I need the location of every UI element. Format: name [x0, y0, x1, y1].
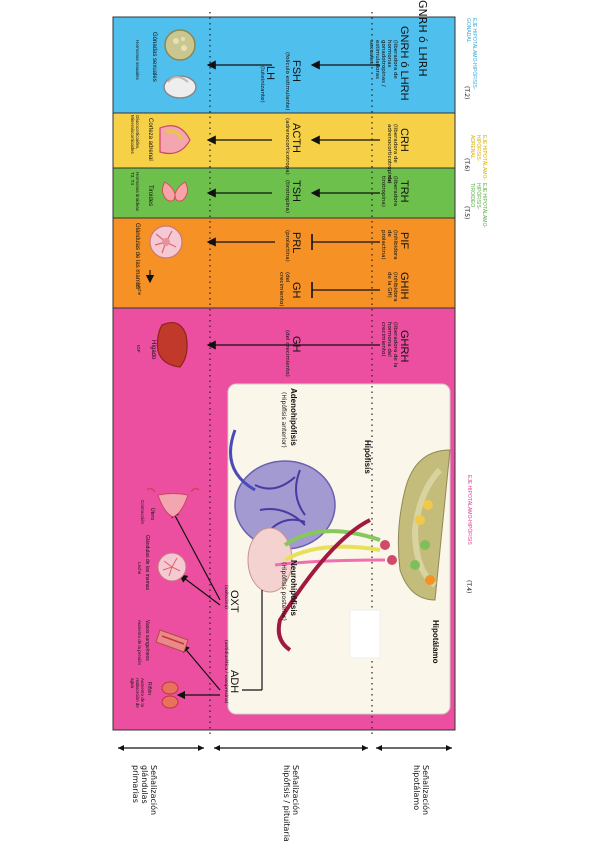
neurohypophysis-illustration — [247, 518, 397, 652]
tiroideo-axis-title: EJE HIPOTÁLAMO-HIPÓFISIS-TIROIDEO — [469, 183, 487, 229]
higado-hypo-note: (liberadora de la hormona del crecimient… — [380, 322, 398, 368]
level-bracket-primary — [118, 745, 204, 751]
rinon-label: Riñón — [146, 682, 152, 696]
hipofisis-label: Hipófisis — [363, 440, 372, 474]
adrenal-axis-title: EJE HIPOTÁLAMO-HIPÓFISIS-ADRENAL — [469, 135, 487, 181]
gonad-testis-icon — [163, 75, 197, 99]
mamas-target: Glándulas de las mamas — [134, 223, 140, 290]
adrenal-hypo-note: (liberadora de adrenocorticotropina) — [386, 124, 398, 184]
tiroideo-hypo-note: (liberadora de tirotropina) — [380, 176, 398, 207]
level-pituitary-label: Señalización hipófisis / pituitaria — [282, 765, 300, 842]
tiroideo-axis-tag: (T.5) — [463, 206, 470, 220]
adrenal-acth-note: (adrenocorticotropa) — [284, 118, 290, 175]
mamas-target-note: Leche — [137, 283, 142, 296]
utero-note: Contracción — [140, 500, 145, 525]
gonadal-hypo-label: GNRH ó LHRH — [416, 0, 429, 77]
mammary-neuro-icon — [157, 552, 187, 582]
tiroideo-target-note: Hormonas tiroideas T3, T4 — [130, 172, 140, 212]
mamas-gh-note: (del crecimiento) — [278, 272, 290, 307]
vasos-note: Aumento de la presión — [137, 620, 142, 666]
utero-label: Útero — [149, 508, 155, 521]
oxt-note: (oxitocina) — [223, 585, 228, 609]
higado-target: Hígado — [150, 340, 156, 360]
tiroideo-hypo-hormone: TRH — [398, 180, 410, 203]
mamas-hypo-ghih-note: (inhibidora de la GH) — [386, 272, 398, 302]
thyroid-icon — [161, 181, 189, 202]
tiroideo-tsh-note: (tirotropina) — [284, 180, 290, 214]
hipotalamo-label: Hipotálamo — [431, 620, 440, 664]
higado-gh-note: (del crecimiento) — [284, 330, 290, 377]
higado-gh: GH — [290, 336, 302, 353]
gonadal-hypo-hormone: GNRH ó LHRH — [398, 26, 410, 101]
blood-vessel-icon — [155, 629, 189, 653]
neurohipofisis-label: Neurohipófisis — [289, 560, 298, 617]
hypothalamus-illustration — [397, 449, 451, 601]
mamas-hypo-ghih: GHIH — [398, 272, 410, 300]
adenohipofisis-note: (Hipófisis anterior) — [280, 392, 287, 448]
gonadal-fsh: FSH — [290, 60, 302, 82]
mamas-gh: GH — [290, 282, 302, 299]
level-bracket-hypothalamus — [376, 745, 452, 751]
gonadal-lh-note: (luteinizante) — [259, 66, 265, 103]
level-primary-label: Señalización glándulas primarias — [131, 765, 158, 816]
gonadal-target: Gónadas sexuales — [151, 32, 157, 82]
gonadal-axis-title: EJE HIPOTÁLAMO-HIPÓFISIS-GONADAL — [465, 18, 477, 90]
gonadal-lh: LH — [264, 66, 276, 81]
blank-box — [349, 609, 381, 659]
level-hypothalamus-label: Señalización hipotálamo — [412, 765, 430, 816]
neurohipofisis-note: (Hipófisis posterior) — [280, 562, 287, 621]
oxt-label: OXT — [228, 590, 240, 613]
uterus-icon — [146, 487, 200, 518]
gonadal-target-note: Hormonas sexuales — [135, 40, 140, 80]
kidney-icon — [161, 681, 179, 709]
higado-hypo-hormone: GHRH — [398, 330, 410, 363]
adrenal-hypo-hormone: CRH — [398, 128, 410, 152]
mamas2-note: Leche — [137, 562, 142, 575]
mammary-gland-icon — [149, 225, 183, 259]
tiroideo-target: Tiroides — [147, 185, 153, 207]
level-bracket-pituitary — [214, 745, 368, 751]
neuro-arrows — [171, 508, 263, 700]
gonadal-hypo-note: (liberadora de hormonas gonadotropinas /… — [368, 40, 398, 87]
hipofisis-axis-title: EJE HIPOTÁLAMO-HIPÓFISIS — [466, 475, 472, 545]
vasos-label: Vasos sanguíneos — [144, 620, 150, 661]
mamas-hypo-pif: PIF — [398, 232, 410, 250]
gonad-ovary-icon — [164, 29, 196, 61]
adrenal-gland-icon — [159, 125, 191, 155]
mamas-prl-note: (prolactina) — [284, 230, 290, 262]
hipofisis-axis-tag: (T.4) — [465, 580, 472, 594]
mamas-hypo-pif-note: (inhibidora de prolactina) — [380, 230, 398, 260]
mamas2-label: Glándulas de las mamas — [144, 535, 150, 591]
adrenal-target: Corteza adrenal — [147, 118, 153, 161]
adh-label: ADH — [228, 670, 240, 694]
rinon-note: Aumento de la reabsorción de agua — [130, 678, 145, 708]
adrenal-axis-tag: (T.6) — [463, 158, 470, 172]
adenohipofisis-label: Adenohipófisis — [289, 388, 298, 446]
tiroideo-tsh: TSH — [290, 180, 302, 202]
gonadal-axis-tag: (T.2) — [463, 86, 470, 100]
mamas-inhibit-lines — [311, 234, 380, 298]
adrenal-acth: ACTH — [290, 123, 302, 153]
gonadal-fsh-note: (folículo estimulante) — [284, 52, 290, 111]
liver-icon — [156, 322, 188, 368]
adrenal-target-note: Glucocorticoides, Mineralocorticoides — [130, 115, 140, 154]
adh-note: (antidiurética / vasopresina) — [223, 640, 228, 704]
mamas-prl: PRL — [290, 232, 302, 254]
higado-target-note: IGF — [136, 345, 141, 353]
